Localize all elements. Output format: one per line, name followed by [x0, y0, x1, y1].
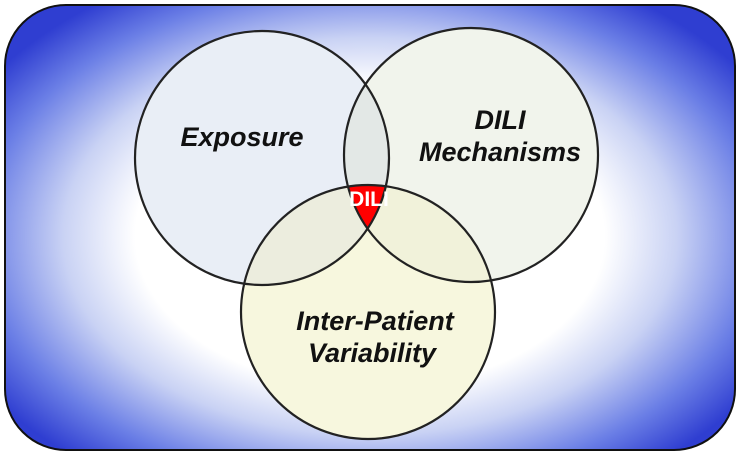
variability-label-line2: Variability — [308, 338, 438, 368]
exposure-outline — [133, 29, 391, 287]
exposure-label: Exposure — [180, 122, 303, 152]
dili-center-label: DILI — [349, 188, 389, 211]
inter-patient-variability-outline — [239, 183, 497, 441]
exposure-variability-overlap — [241, 185, 389, 285]
dili-mechanisms-label-line2: Mechanisms — [419, 137, 581, 167]
inter-patient-label-line1: Inter-Patient — [296, 306, 455, 336]
dili-mechanisms-label-line1: DILI — [475, 105, 526, 135]
mechanisms-variability-overlap — [344, 185, 495, 282]
dili-mechanisms-outline — [342, 26, 600, 284]
